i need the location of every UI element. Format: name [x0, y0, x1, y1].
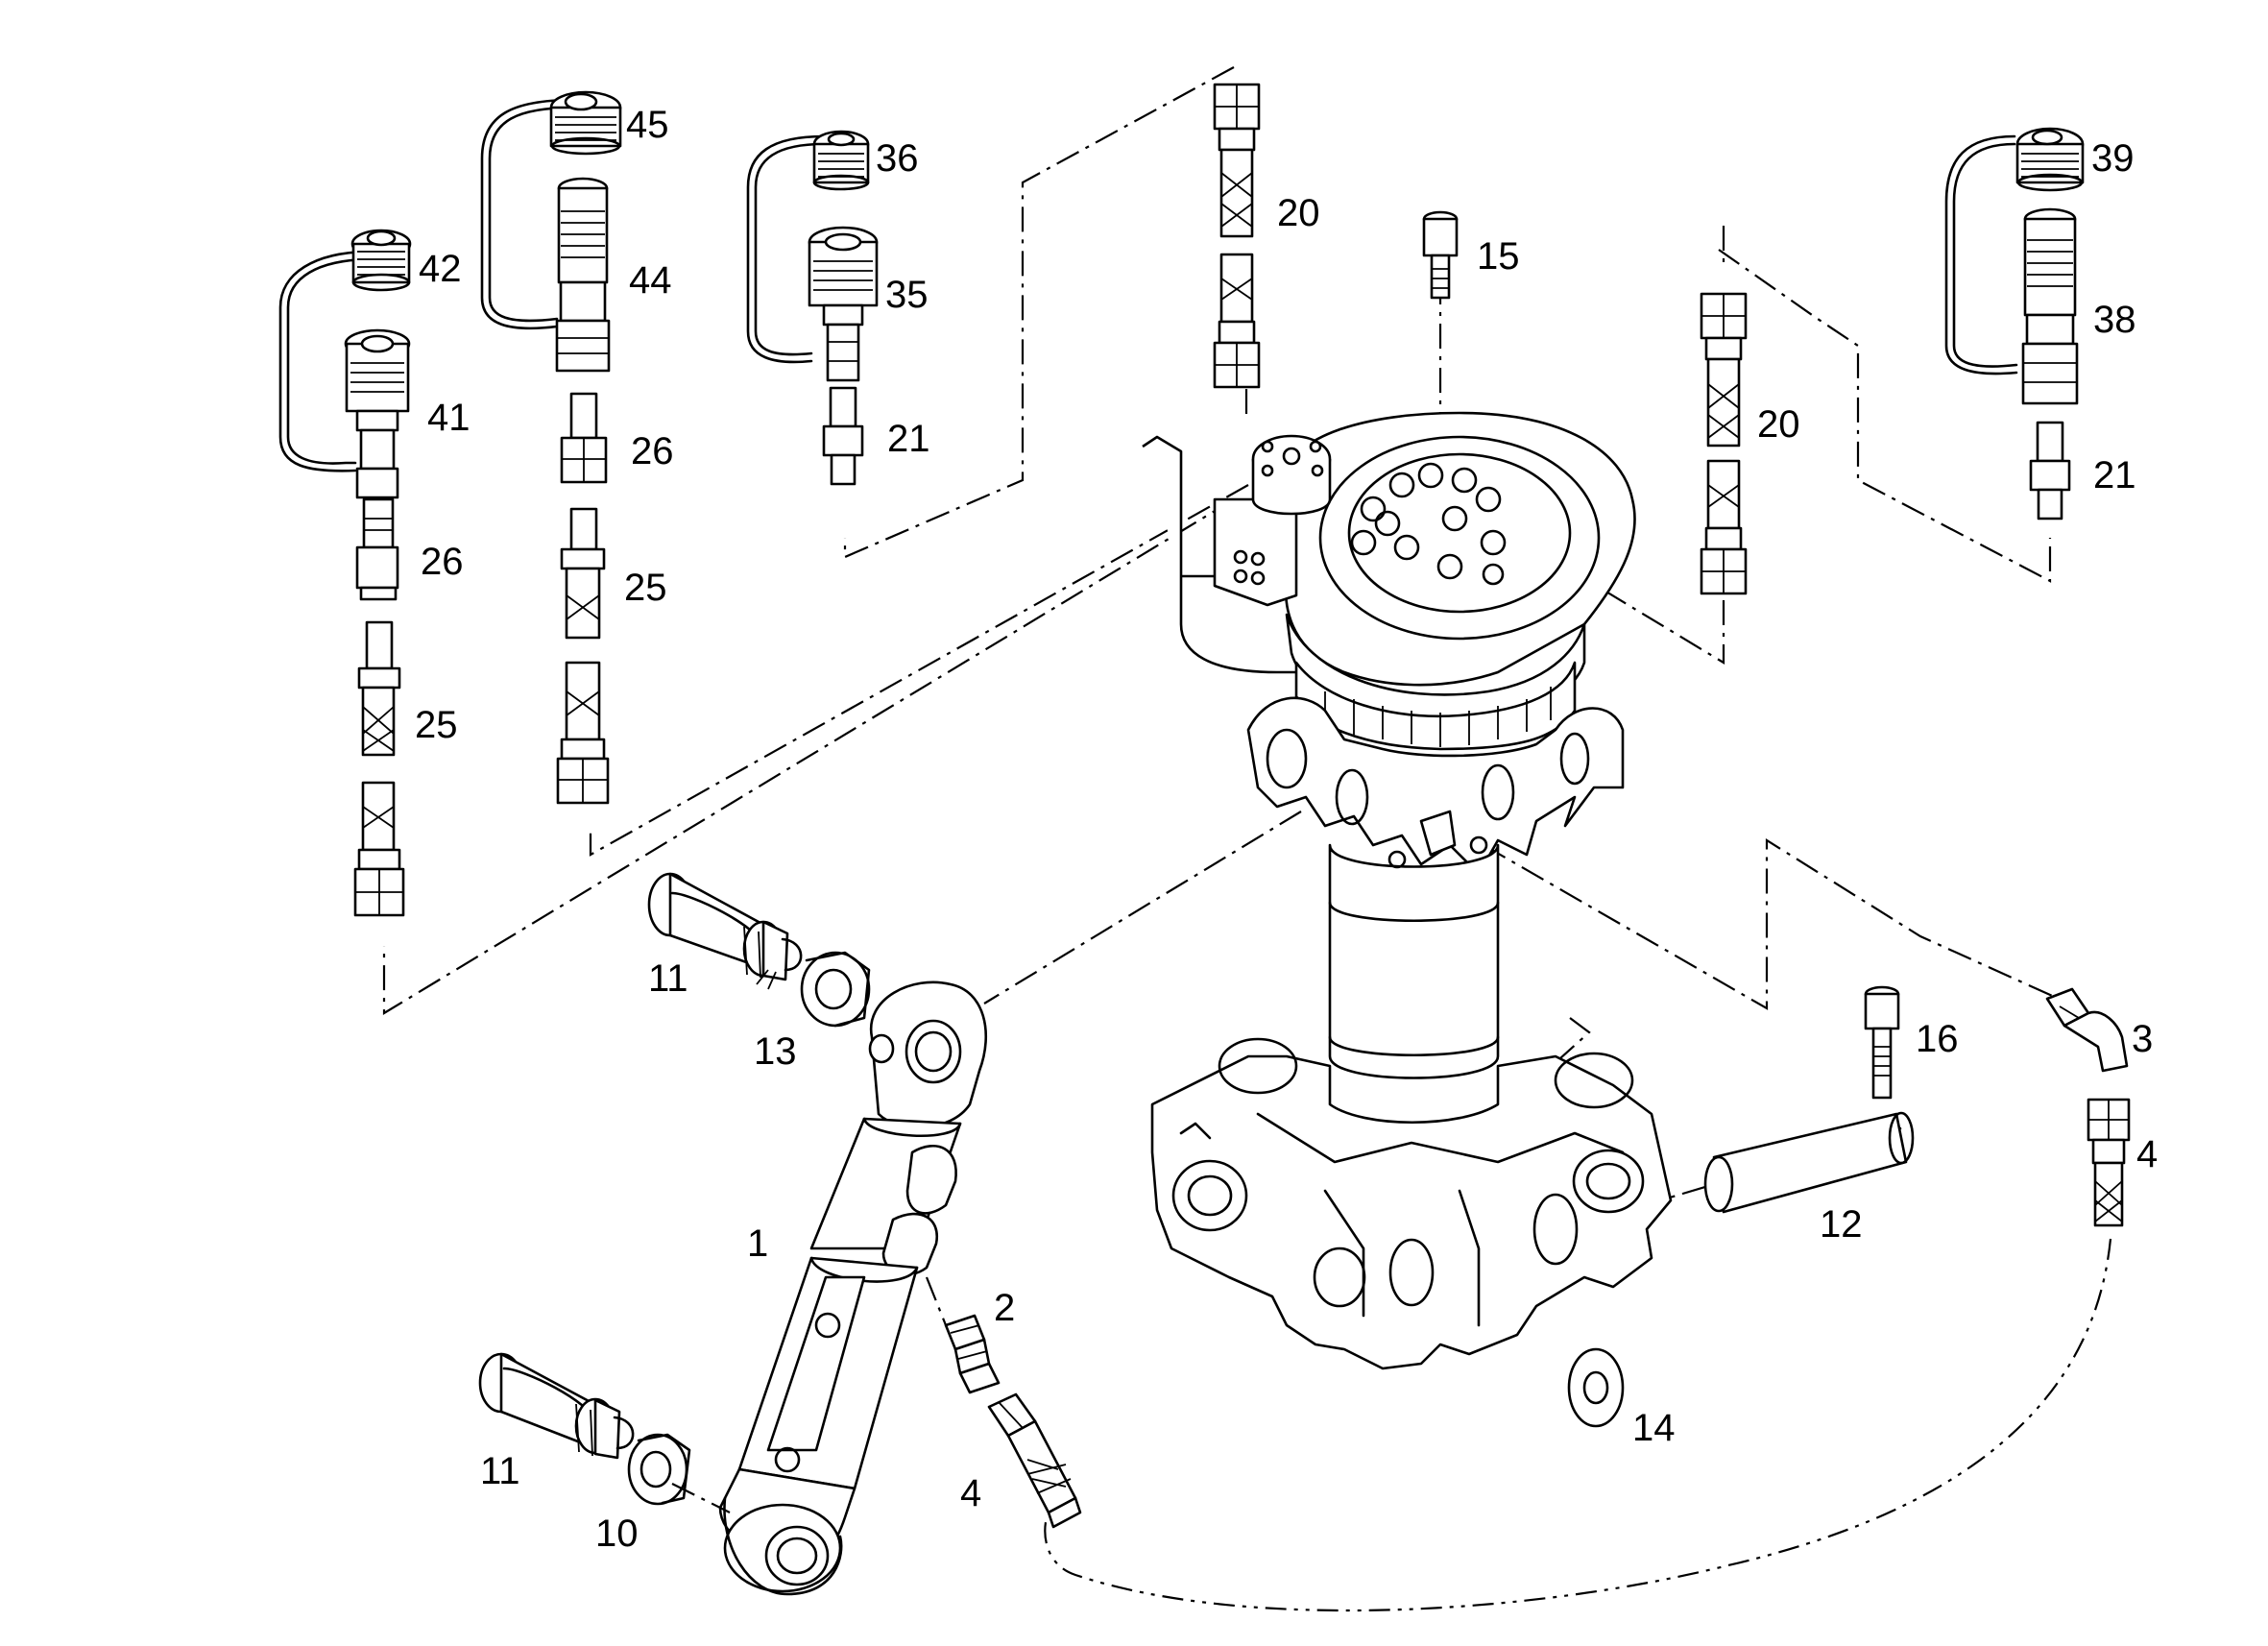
- leader-20a-to-valve: [843, 66, 1235, 559]
- washer-14: [1567, 1347, 1625, 1428]
- label-25a: 25: [624, 567, 667, 609]
- hose-20-right: [1700, 292, 1748, 595]
- leader-3: [1483, 838, 2070, 1010]
- label-21b: 21: [2093, 454, 2136, 496]
- hydraulic-cylinder-1: [718, 980, 987, 1596]
- hose-4-lower: [987, 1392, 1082, 1529]
- leader-25a: [382, 498, 1235, 1015]
- leader-25b: [589, 484, 1249, 857]
- label-39: 39: [2091, 137, 2135, 180]
- bolt-15: [1422, 210, 1459, 300]
- label-44: 44: [629, 259, 672, 302]
- swivel-column: [1142, 411, 1673, 1370]
- hose-20-top: [1213, 83, 1261, 389]
- label-26a: 26: [631, 430, 674, 472]
- coupling-group-39-38: [1944, 127, 2085, 520]
- label-41: 41: [427, 397, 470, 439]
- fitting-2: [925, 1276, 1001, 1394]
- label-21a: 21: [887, 418, 930, 460]
- label-11a: 11: [648, 957, 688, 1000]
- label-4a: 4: [2136, 1133, 2158, 1175]
- label-10: 10: [595, 1513, 639, 1555]
- label-2: 2: [994, 1287, 1015, 1329]
- label-15: 15: [1477, 235, 1520, 278]
- elbow-3: [2045, 987, 2129, 1073]
- label-14: 14: [1632, 1407, 1676, 1449]
- coupling-group-45-44: [480, 90, 622, 805]
- label-20b: 20: [1757, 403, 1800, 446]
- hose-4-right: [2087, 1098, 2131, 1227]
- label-13: 13: [754, 1030, 797, 1073]
- bolt-16: [1864, 985, 1900, 1100]
- label-3: 3: [2132, 1018, 2153, 1060]
- label-35: 35: [885, 274, 929, 316]
- part-labels: 45 36 39 42 44 35 20 15 38 41 26 21 20 2…: [415, 104, 2158, 1555]
- label-20a: 20: [1277, 192, 1320, 234]
- coupling-group-36-35: [746, 130, 879, 486]
- leader-lines: [382, 66, 2112, 1612]
- label-4b: 4: [960, 1472, 981, 1514]
- leader-hose-4: [1044, 1238, 2112, 1612]
- label-25b: 25: [415, 704, 458, 746]
- label-26b: 26: [421, 541, 464, 583]
- label-1: 1: [747, 1222, 768, 1265]
- label-42: 42: [419, 248, 462, 290]
- pin-12: [1703, 1111, 1915, 1214]
- coupling-group-42-41: [278, 229, 412, 917]
- label-11b: 11: [480, 1450, 520, 1492]
- label-36: 36: [876, 137, 919, 180]
- pin-11-top: [647, 872, 871, 1028]
- pin-11-bottom: [478, 1352, 731, 1513]
- label-45: 45: [626, 104, 669, 146]
- label-12: 12: [1820, 1203, 1863, 1246]
- leader-cyl-top: [983, 811, 1302, 1005]
- leader-21b: [1718, 249, 2052, 583]
- label-38: 38: [2093, 299, 2136, 341]
- label-16: 16: [1916, 1018, 1959, 1060]
